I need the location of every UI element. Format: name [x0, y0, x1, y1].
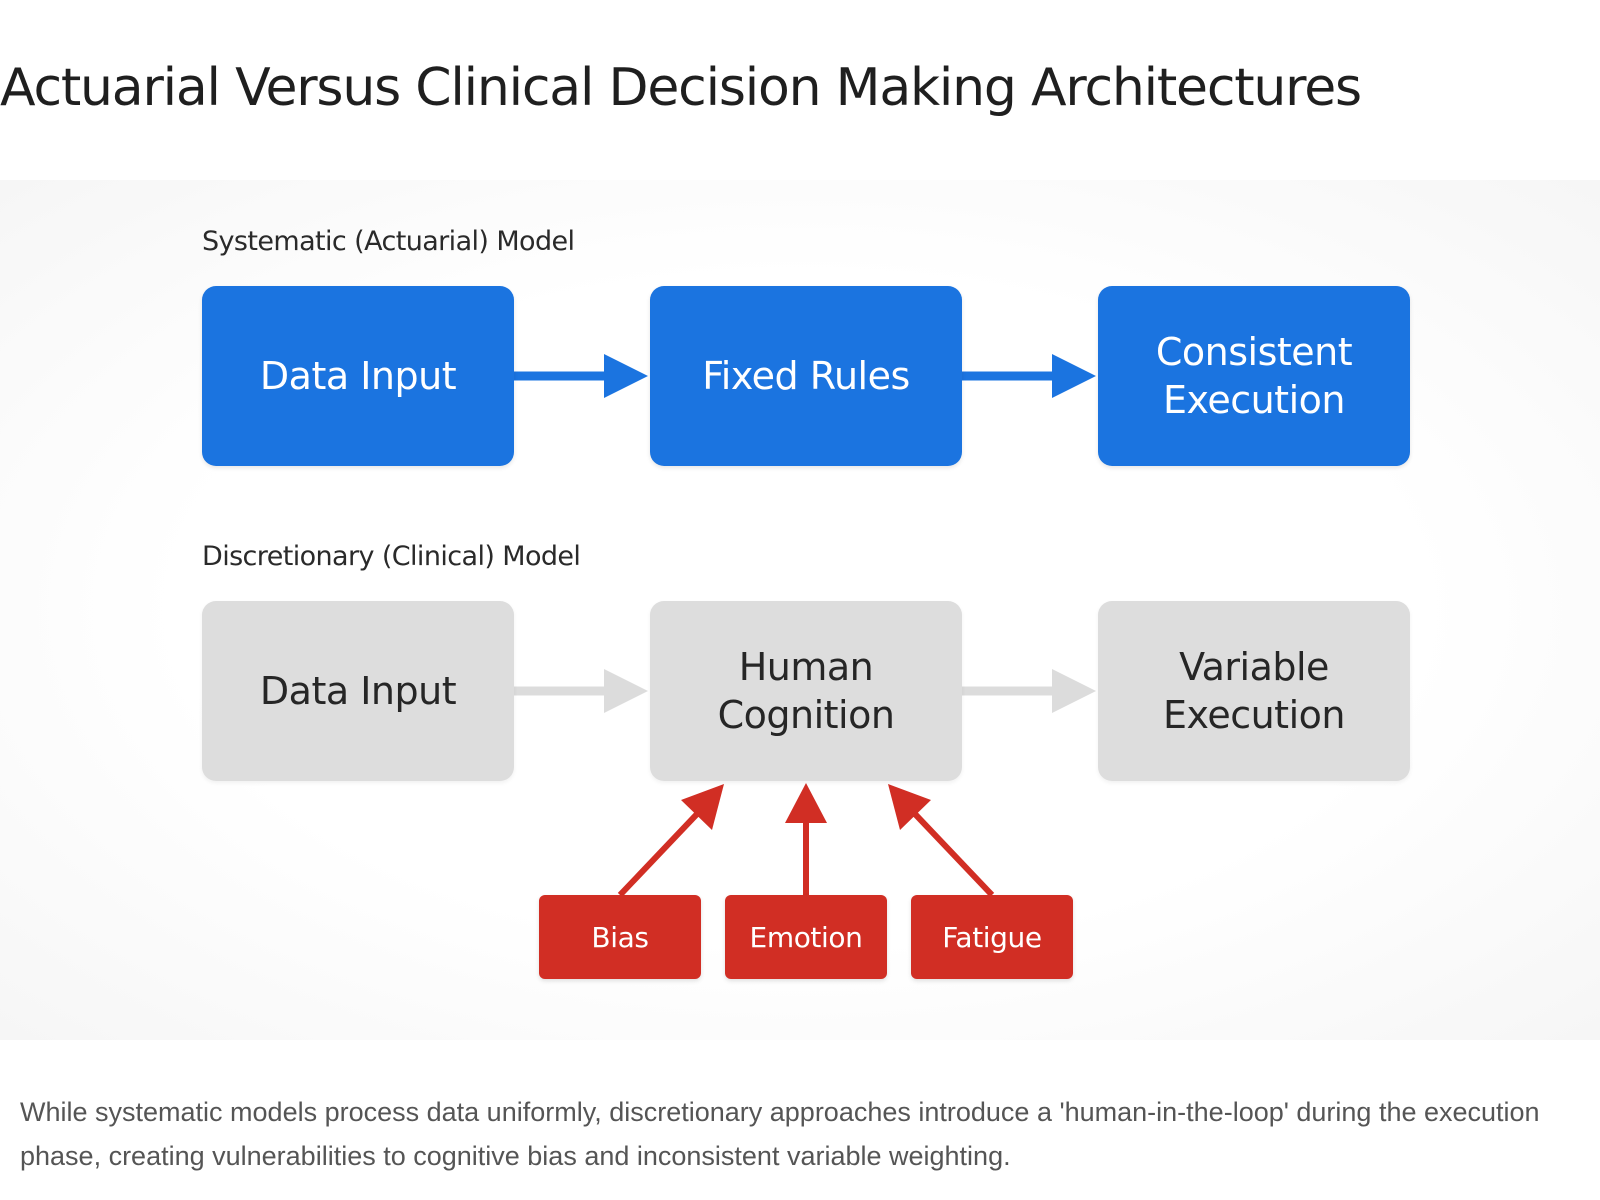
discretionary-model-label: Discretionary (Clinical) Model — [202, 541, 581, 572]
arrow-bias-to-human-cognition — [617, 784, 724, 898]
factor-arrows — [617, 783, 995, 898]
factor-fatigue: Fatigue — [911, 895, 1073, 979]
arrow-emotion-to-human-cognition — [785, 783, 827, 895]
systematic-node-consistent-execution: Consistent Execution — [1098, 286, 1410, 466]
arrow-data-input-to-human-cognition — [514, 669, 648, 713]
discretionary-flow-arrows — [514, 669, 1096, 713]
systematic-node-fixed-rules: Fixed Rules — [650, 286, 962, 466]
page-title: Actuarial Versus Clinical Decision Makin… — [0, 58, 1362, 118]
arrow-fatigue-to-human-cognition — [888, 784, 995, 898]
systematic-flow-arrows — [514, 354, 1096, 398]
diagram-connectors — [514, 354, 1096, 898]
figure-caption: While systematic models process data uni… — [20, 1097, 1540, 1171]
discretionary-node-variable-execution: Variable Execution — [1098, 601, 1410, 781]
arrow-data-input-to-fixed-rules — [514, 354, 648, 398]
systematic-node-data-input: Data Input — [202, 286, 514, 466]
arrow-human-cognition-to-variable-execution — [962, 669, 1096, 713]
discretionary-node-data-input: Data Input — [202, 601, 514, 781]
arrow-fixed-rules-to-consistent-execution — [962, 354, 1096, 398]
discretionary-node-human-cognition: Human Cognition — [650, 601, 962, 781]
factor-bias: Bias — [539, 895, 701, 979]
decision-architecture-diagram: Systematic (Actuarial) Model Data Input … — [0, 180, 1600, 1040]
systematic-model-label: Systematic (Actuarial) Model — [202, 226, 575, 257]
factor-emotion: Emotion — [725, 895, 887, 979]
